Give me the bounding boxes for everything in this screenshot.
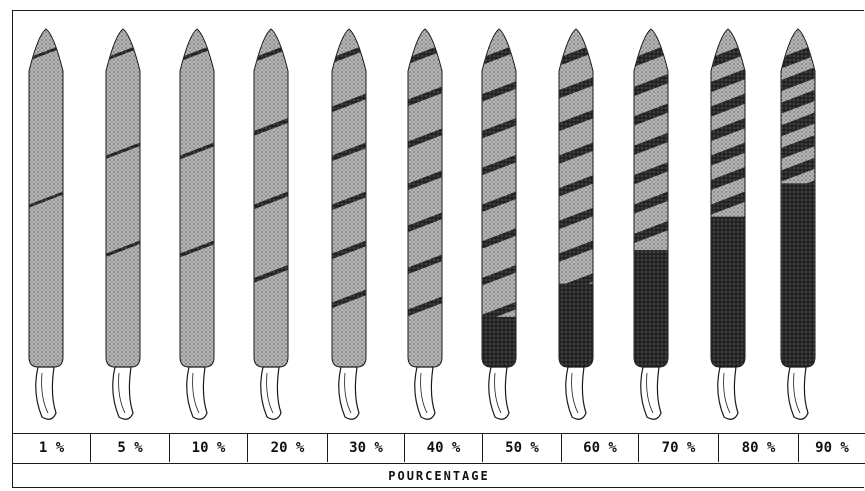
- percentage-label: 50 %: [505, 440, 539, 456]
- sheath-icon: [339, 367, 359, 419]
- leaf-group: [777, 29, 819, 419]
- percentage-label: 80 %: [742, 440, 776, 456]
- leaf-group: [630, 29, 672, 419]
- label-cell: 10 %: [170, 434, 248, 462]
- label-cell: 90 %: [799, 434, 865, 462]
- percentage-label: 1 %: [39, 440, 64, 456]
- leaf-group: [250, 29, 292, 419]
- percentage-label: 20 %: [271, 440, 305, 456]
- label-cell: 1 %: [13, 434, 91, 462]
- sheath-icon: [641, 367, 661, 419]
- leaf-icon: [106, 29, 140, 367]
- sheath-icon: [187, 367, 207, 419]
- leaf-icon: [408, 29, 442, 367]
- percentage-label: 70 %: [662, 440, 696, 456]
- leaf-group: [478, 29, 520, 419]
- sheath-icon: [261, 367, 281, 419]
- percentage-label: 5 %: [117, 440, 142, 456]
- label-cell: 70 %: [639, 434, 719, 462]
- leaf-group: [555, 29, 597, 419]
- percentage-label: 10 %: [192, 440, 226, 456]
- damage-patch-icon: [632, 250, 670, 367]
- label-cell: 40 %: [405, 434, 483, 462]
- sheath-icon: [566, 367, 586, 419]
- leaf-group: [176, 29, 218, 419]
- leaf-panel: [13, 11, 865, 433]
- sheath-icon: [788, 367, 808, 419]
- damage-patch-icon: [709, 217, 747, 367]
- leaf-group: [707, 29, 749, 419]
- damage-patch-icon: [557, 284, 595, 368]
- sheath-icon: [113, 367, 133, 419]
- sheath-icon: [489, 367, 509, 419]
- leaf-group: [25, 29, 67, 419]
- percentage-label: 60 %: [583, 440, 617, 456]
- sheath-icon: [36, 367, 56, 419]
- sheath-icon: [415, 367, 435, 419]
- label-cell: 5 %: [91, 434, 170, 462]
- label-cell: 20 %: [248, 434, 328, 462]
- label-cell: 60 %: [562, 434, 639, 462]
- damage-patch-icon: [779, 183, 817, 367]
- leaves-illustration: [13, 11, 865, 433]
- percentage-label: 30 %: [349, 440, 383, 456]
- axis-caption: POURCENTAGE: [13, 464, 865, 488]
- leaf-group: [102, 29, 144, 419]
- percentage-label-row: 1 % 5 % 10 % 20 % 30 % 40 % 50 % 60 % 70…: [13, 433, 865, 464]
- sheath-icon: [718, 367, 738, 419]
- percentage-label: 40 %: [427, 440, 461, 456]
- leaf-icon: [180, 29, 214, 367]
- leaf-group: [328, 29, 370, 419]
- label-cell: 30 %: [328, 434, 405, 462]
- label-cell: 50 %: [483, 434, 562, 462]
- percentage-label: 90 %: [815, 440, 849, 456]
- figure-frame: 1 % 5 % 10 % 20 % 30 % 40 % 50 % 60 % 70…: [12, 10, 864, 488]
- leaf-group: [404, 29, 446, 419]
- label-cell: 80 %: [719, 434, 799, 462]
- damage-patch-icon: [480, 317, 518, 367]
